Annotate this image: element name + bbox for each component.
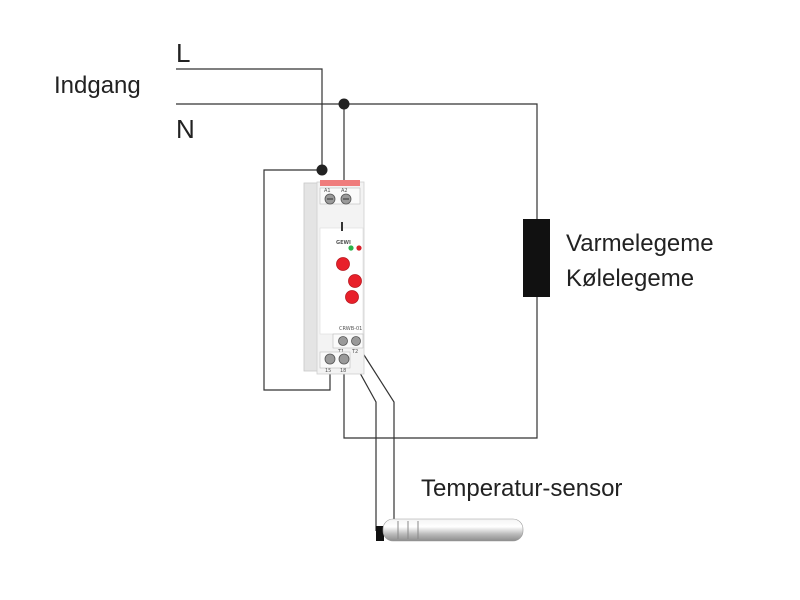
led-green-icon: [348, 245, 354, 251]
setting-knob: [348, 274, 362, 288]
screw-icon: [338, 353, 350, 365]
thermostat-relay: A1 A2 GEWI CRWB-01 T1 T2 15 18: [303, 180, 365, 375]
load-label-heater: Varmelegeme: [566, 230, 714, 257]
line-label: L: [176, 38, 190, 68]
model-label: CRWB-01: [339, 326, 362, 332]
led-red-icon: [356, 245, 362, 251]
neutral-label: N: [176, 114, 195, 144]
junction-dot: [338, 98, 350, 110]
terminal-label: A2: [341, 188, 348, 194]
wire-l: [176, 68, 323, 172]
wire-sensor-2: [356, 343, 395, 531]
screw-icon: [338, 336, 348, 346]
load-element: [523, 219, 550, 297]
load-label-cooler: Kølelegeme: [566, 265, 694, 292]
wire-n: [176, 103, 538, 220]
terminal-label: 15: [325, 368, 331, 374]
wire-bridge: [263, 169, 331, 391]
setting-knob: [336, 257, 350, 271]
probe-ring: [397, 521, 419, 539]
probe-body: [382, 518, 524, 542]
sensor-label: Temperatur-sensor: [421, 475, 622, 502]
device-top-tab: [320, 180, 360, 186]
setting-knob: [345, 290, 359, 304]
probe-cable-end: [376, 526, 384, 541]
screw-icon: [351, 336, 361, 346]
temperature-sensor-probe: [376, 518, 524, 542]
input-title: Indgang: [54, 72, 141, 99]
brand-label: GEWI: [336, 240, 351, 246]
wire-output: [343, 296, 538, 439]
terminal-label: A1: [324, 188, 331, 194]
screw-icon: [324, 353, 336, 365]
terminal-label: 18: [340, 368, 346, 374]
terminal-label: T2: [351, 349, 358, 355]
junction-dot: [316, 164, 328, 176]
status-indicator: [341, 222, 343, 231]
